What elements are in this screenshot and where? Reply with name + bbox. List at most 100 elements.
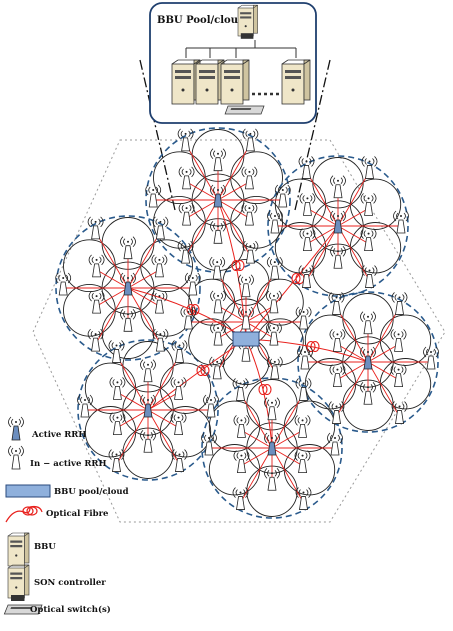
cell-circle <box>350 179 400 229</box>
legend-item-bbu: BBU <box>8 533 56 566</box>
inactive-rrh <box>89 255 104 277</box>
inactive-rrh <box>329 402 344 424</box>
cell-circle <box>64 240 116 292</box>
optical-switch-icon <box>225 106 264 114</box>
cell-circle <box>275 223 325 273</box>
inactive-rrh <box>362 266 377 288</box>
inactive-rrh <box>331 176 346 198</box>
inactive-rrh-icon <box>9 446 24 469</box>
inactive-rrh <box>361 229 376 251</box>
legend-item-bbu-pool: BBU pool/cloud <box>6 485 129 497</box>
optical-fibre <box>218 144 250 200</box>
optical-fibre-icon <box>6 507 42 522</box>
cell-circle <box>257 279 303 325</box>
cell-circle <box>141 240 193 292</box>
inactive-rrh <box>110 377 125 399</box>
inactive-rrh <box>295 451 310 473</box>
inactive-rrh <box>392 292 407 314</box>
inactive-rrh <box>211 291 226 313</box>
inactive-rrh <box>110 413 125 435</box>
cell-circle <box>85 363 135 413</box>
active-rrh-icon <box>9 417 24 440</box>
inactive-rrh <box>330 365 345 387</box>
inactive-rrh <box>266 291 281 313</box>
inactive-rrh <box>179 167 194 189</box>
central-bbu-pool <box>233 332 259 346</box>
inactive-rrh <box>361 193 376 215</box>
inactive-rrh <box>234 451 249 473</box>
inactive-rrh <box>424 347 439 369</box>
inactive-rrh <box>88 329 103 351</box>
inactive-rrh <box>210 257 225 279</box>
cell-circle <box>380 315 430 365</box>
inactive-rrh <box>296 488 311 510</box>
cell-circle <box>85 407 135 457</box>
bbu-server-icon <box>196 60 224 104</box>
optical-fibre <box>96 232 128 288</box>
cell-circle <box>209 401 259 451</box>
inactive-rrh <box>242 167 257 189</box>
inactive-rrh <box>242 203 257 225</box>
inactive-rrh <box>171 377 186 399</box>
legend-item-optical-fibre: Optical Fibre <box>6 507 109 522</box>
legend-item-active-rrh: Active RRH <box>9 417 87 440</box>
inactive-rrh <box>211 149 226 171</box>
optical-fibre <box>96 288 128 344</box>
legend-label: In − active RRH <box>30 459 107 469</box>
legend-label: BBU <box>34 542 56 552</box>
inactive-rrh <box>171 413 186 435</box>
inactive-rrh <box>394 211 409 233</box>
inactive-rrh <box>361 312 376 334</box>
cell-circle <box>284 401 334 451</box>
inactive-rrh <box>141 360 156 382</box>
inactive-rrh <box>210 357 225 379</box>
inactive-rrh <box>233 488 248 510</box>
legend-item-optical-switch: Optical switch(s) <box>4 604 110 615</box>
legend: Active RRH In − active RRH BBU pool/clou… <box>4 417 128 615</box>
optical-fibre <box>128 232 160 288</box>
inactive-rrh <box>152 291 167 313</box>
cell-circle <box>380 359 430 409</box>
bbu-pool-panel: BBU Pool/cloud <box>150 3 316 123</box>
cell-circle <box>305 315 355 365</box>
son-controller-icon <box>8 565 29 601</box>
optical-fibre <box>186 144 218 200</box>
legend-item-son-controller: SON controller <box>8 565 106 601</box>
bbu-server-icon <box>282 60 310 104</box>
inactive-rrh <box>296 307 311 329</box>
optical-fibre <box>218 200 246 339</box>
inactive-rrh <box>179 203 194 225</box>
inactive-rrh <box>328 433 343 455</box>
inactive-rrh <box>392 402 407 424</box>
bbu-pool-title: BBU Pool/cloud <box>157 15 245 26</box>
inactive-rrh <box>267 357 282 379</box>
legend-label: BBU pool/cloud <box>54 487 129 497</box>
legend-label: SON controller <box>34 578 106 588</box>
cell-circle <box>350 223 400 273</box>
inactive-rrh <box>88 217 103 239</box>
inactive-rrh <box>267 257 282 279</box>
inactive-rrh <box>330 329 345 351</box>
inactive-rrh <box>299 266 314 288</box>
inactive-rrh <box>89 291 104 313</box>
bbu-pool-icon <box>6 485 50 497</box>
bbu-server-icon <box>8 533 29 566</box>
inactive-rrh <box>234 415 249 437</box>
inactive-rrh <box>153 217 168 239</box>
inactive-rrh <box>391 365 406 387</box>
cell-circle <box>209 445 259 495</box>
inactive-rrh <box>121 237 136 259</box>
inactive-rrh <box>299 156 314 178</box>
inactive-rrh <box>172 450 187 472</box>
cell-circle <box>64 284 116 336</box>
inactive-rrh <box>146 185 161 207</box>
inactive-rrh <box>153 329 168 351</box>
bbu-server-icon <box>221 60 249 104</box>
inactive-rrh <box>152 255 167 277</box>
inactive-rrh <box>109 340 124 362</box>
legend-label: Optical switch(s) <box>30 604 111 615</box>
inactive-rrh <box>300 229 315 251</box>
inactive-rrh <box>391 329 406 351</box>
